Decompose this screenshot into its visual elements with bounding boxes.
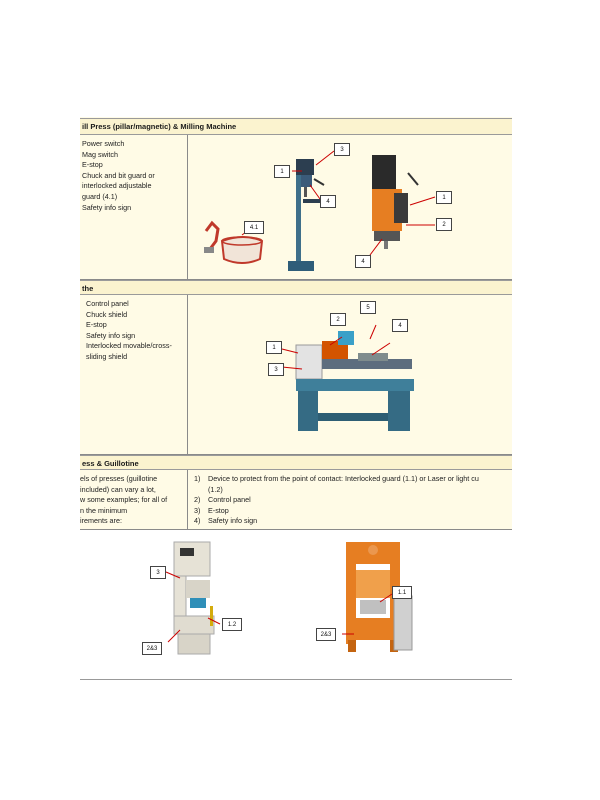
callout-arrows — [241, 150, 436, 256]
list-item: interlocked adjustable — [82, 181, 152, 191]
list-item: sliding shield — [86, 351, 128, 361]
callout-label: 2 — [330, 313, 346, 326]
list-item: 2)Control panel — [194, 495, 251, 505]
column-divider — [187, 295, 188, 454]
section-header-drill-press: ill Press (pillar/magnetic) & Milling Ma… — [80, 118, 512, 135]
section-row-press-images: 3 1.2 2&3 1.1 2&3 — [80, 530, 512, 679]
callout-label: 3 — [150, 566, 166, 579]
callout-label: 2&3 — [316, 628, 336, 641]
callout-label: 1.2 — [222, 618, 242, 631]
callout-label: 3 — [268, 363, 284, 376]
callout-label: 1 — [436, 191, 452, 204]
section-title: the — [82, 284, 94, 293]
list-item: E-stop — [82, 160, 103, 170]
list-item: Interlocked movable/cross- — [86, 341, 172, 351]
callout-arrows — [281, 324, 391, 370]
safety-document-page: ill Press (pillar/magnetic) & Milling Ma… — [80, 117, 512, 680]
list-item: Mag switch — [82, 149, 118, 159]
callout-label: 1 — [274, 165, 290, 178]
callout-label: 4 — [392, 319, 408, 332]
list-item: 4)Safety info sign — [194, 516, 258, 526]
column-divider — [187, 470, 188, 529]
press-intro-text: els of presses (guillotine included) can… — [80, 474, 168, 526]
callout-label: 4.1 — [244, 221, 264, 234]
section-header-lathe: the — [80, 280, 512, 295]
list-item: 3)E-stop — [194, 505, 229, 515]
callout-label: 3 — [334, 143, 350, 156]
callout-label: 5 — [360, 301, 376, 314]
callout-arrows — [165, 571, 393, 643]
section-title: ill Press (pillar/magnetic) & Milling Ma… — [82, 122, 237, 131]
magnetic-drill-image — [372, 155, 419, 249]
lathe-image — [295, 331, 414, 431]
list-item: Power switch — [82, 139, 125, 148]
pillar-drill-image — [288, 159, 325, 271]
callout-label: 2 — [436, 218, 452, 231]
callout-label: 4 — [355, 255, 371, 268]
power-press-image — [173, 541, 215, 655]
list-item: guard (4.1) — [82, 191, 118, 201]
section-row-lathe: Control panel Chuck shield E-stop Safety… — [80, 295, 512, 455]
callout-label: 1 — [266, 341, 282, 354]
list-item: Chuck and bit guard or — [82, 170, 155, 180]
list-item: Safety info sign — [86, 330, 136, 340]
list-item: E-stop — [86, 320, 107, 330]
lathe-item-list: Control panel Chuck shield E-stop Safety… — [86, 299, 172, 363]
section-header-press-guillotine: ess & Guillotine — [80, 455, 512, 470]
list-item: 1)Device to protect from the point of co… — [194, 474, 479, 483]
section-row-press-text: els of presses (guillotine included) can… — [80, 470, 512, 530]
list-item-continuation: (1.2) — [208, 484, 223, 494]
section-row-drill-press: Power switch Mag switch E-stop Chuck and… — [80, 135, 512, 280]
list-item: Safety info sign — [82, 202, 132, 212]
callout-label: 4 — [320, 195, 336, 208]
drill-press-item-list: Power switch Mag switch E-stop Chuck and… — [82, 139, 155, 213]
column-divider — [187, 135, 188, 279]
callout-label: 1.1 — [392, 586, 412, 599]
section-title: ess & Guillotine — [82, 459, 139, 468]
list-item: Control panel — [86, 299, 129, 308]
list-item: Chuck shield — [86, 309, 128, 319]
callout-label: 2&3 — [142, 642, 162, 655]
press-requirements-list: 1)Device to protect from the point of co… — [194, 474, 479, 527]
chuck-guard-image — [204, 220, 264, 264]
